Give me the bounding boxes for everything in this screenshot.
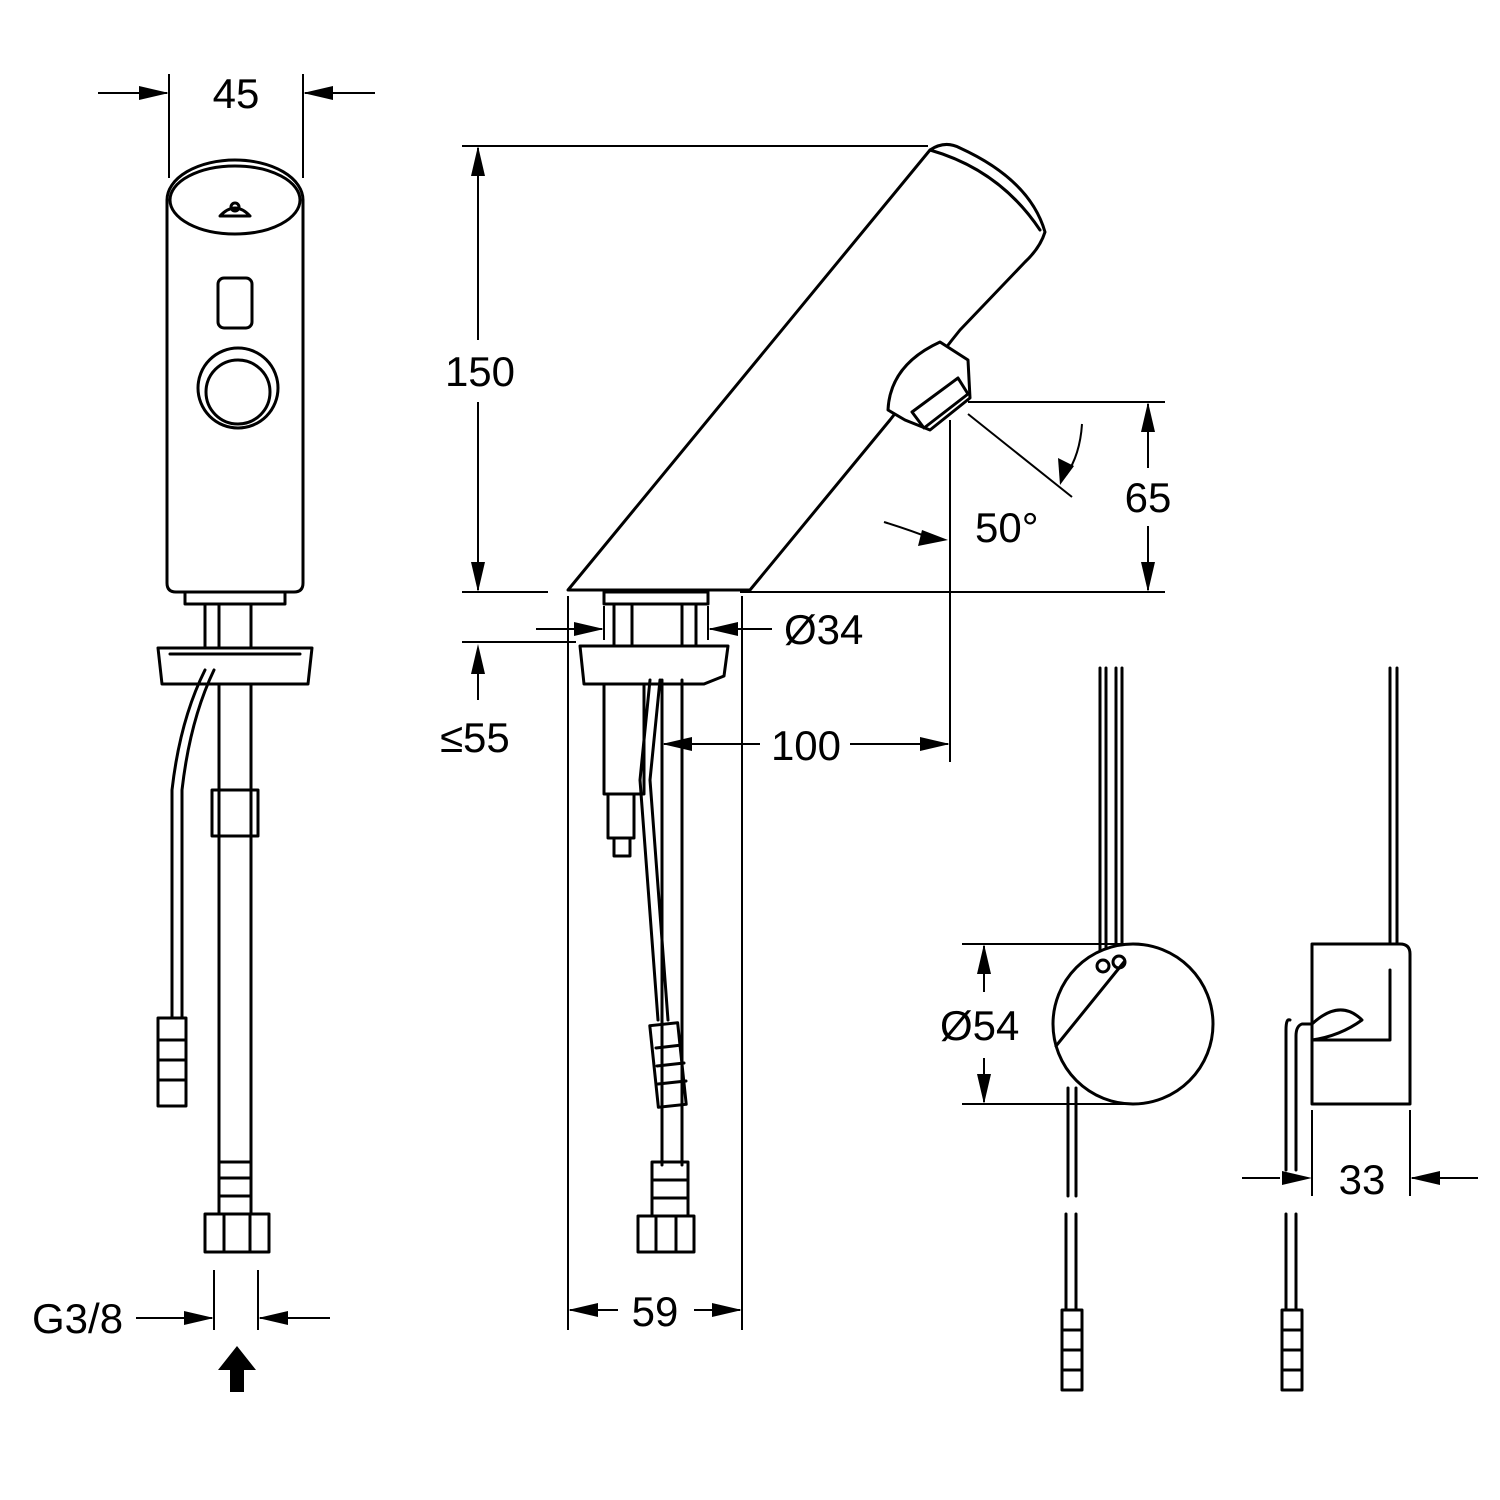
label-width-top: 45 xyxy=(213,70,260,117)
box-side-lower-cable xyxy=(1284,1018,1292,1172)
label-base-width: 59 xyxy=(632,1288,679,1335)
label-spout-height: 65 xyxy=(1125,474,1172,521)
front-view xyxy=(156,158,314,1392)
side-fitting xyxy=(650,1160,690,1218)
sensor-window xyxy=(216,276,254,330)
base-flange xyxy=(183,590,287,606)
side-cable xyxy=(638,678,660,1022)
dim-angle: 50° xyxy=(883,413,1083,762)
faucet-side-body xyxy=(566,143,1047,592)
side-plug xyxy=(606,792,636,840)
control-box-side-body xyxy=(1310,942,1412,1106)
side-view xyxy=(566,143,1047,1254)
dim-reach: 100 xyxy=(662,722,950,769)
shank-clip xyxy=(210,788,260,838)
control-box-front xyxy=(1051,666,1215,1392)
logo-dot xyxy=(229,201,241,213)
label-reach: 100 xyxy=(771,722,841,769)
connector-front xyxy=(156,1016,188,1108)
control-box-side xyxy=(1280,666,1412,1392)
button-knob xyxy=(204,358,272,426)
dim-spout-height: 65 xyxy=(740,401,1178,593)
hose-fitting xyxy=(217,1160,253,1216)
dim-mount-thickness: ≤55 xyxy=(440,641,576,761)
dim-thread: G3/8 xyxy=(32,1270,330,1342)
label-mount-thickness: ≤55 xyxy=(440,714,510,761)
label-height-total: 150 xyxy=(445,348,515,395)
button-ring xyxy=(196,346,280,430)
label-angle: 50° xyxy=(975,504,1039,551)
dim-box-diameter: Ø54 xyxy=(940,943,1130,1105)
label-diameter-base: Ø34 xyxy=(784,606,863,653)
mount-plate xyxy=(156,646,314,686)
side-hex-nut xyxy=(636,1214,696,1254)
side-mount-plate xyxy=(578,644,730,686)
faucet-front-body xyxy=(165,158,305,594)
side-cylinder xyxy=(602,682,646,796)
hex-nut xyxy=(203,1212,271,1254)
cable-front xyxy=(170,668,207,1020)
control-box-circle xyxy=(1051,942,1215,1106)
inlet-arrow-icon xyxy=(218,1346,256,1392)
dim-box-depth: 33 xyxy=(1242,1110,1478,1203)
side-base-flange xyxy=(602,590,710,606)
label-box-depth: 33 xyxy=(1339,1156,1386,1203)
dim-diameter-base: Ø34 xyxy=(536,606,863,653)
logo-icon xyxy=(218,206,252,218)
dim-base-width: 59 xyxy=(567,596,743,1335)
label-box-diameter: Ø54 xyxy=(940,1002,1019,1049)
dim-height-total: 150 xyxy=(440,145,928,593)
top-cap xyxy=(168,164,302,236)
dim-width-top: 45 xyxy=(98,70,375,178)
label-thread: G3/8 xyxy=(32,1295,123,1342)
